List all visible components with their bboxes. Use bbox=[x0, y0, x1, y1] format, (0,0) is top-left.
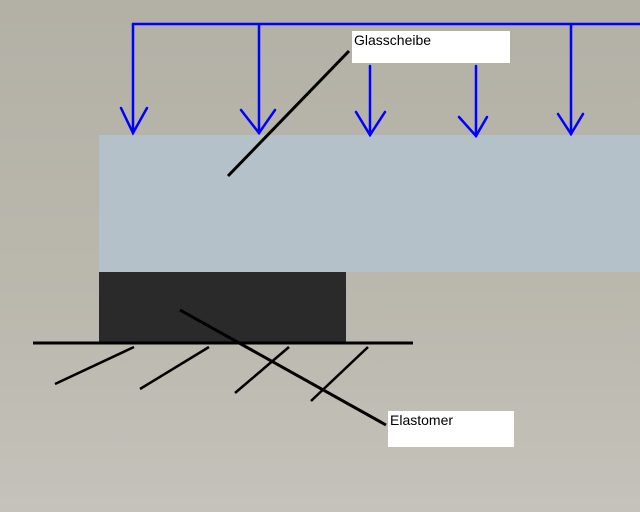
load-arrow-1 bbox=[119, 22, 149, 136]
load-arrow-4 bbox=[457, 64, 489, 139]
hatch-line bbox=[139, 345, 210, 391]
hatch-line bbox=[234, 346, 290, 394]
hatch-line bbox=[54, 345, 135, 386]
glass-leader-line bbox=[226, 49, 351, 178]
elastomer-leader-line bbox=[179, 308, 387, 427]
elastomer-label: Elastomer bbox=[388, 411, 514, 447]
load-arrow-5 bbox=[556, 22, 585, 137]
glass-label: Glasscheibe bbox=[352, 31, 510, 63]
glass-pane bbox=[99, 135, 640, 272]
ground-hatching bbox=[54, 345, 369, 402]
load-arrows bbox=[119, 22, 640, 139]
load-arrow-3 bbox=[354, 64, 387, 138]
load-arrow-2 bbox=[239, 22, 277, 136]
elastomer-block bbox=[99, 272, 346, 343]
hatch-line bbox=[310, 346, 369, 402]
